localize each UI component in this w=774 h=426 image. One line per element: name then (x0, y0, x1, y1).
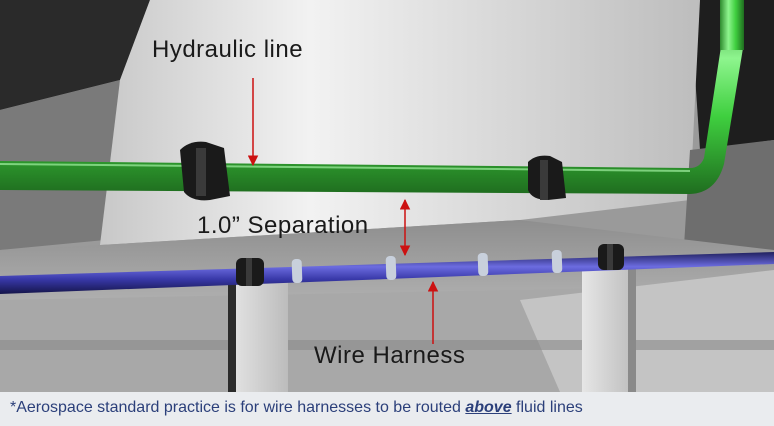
hydraulic-pipe (0, 0, 744, 194)
hydraulic-line-label: Hydraulic line (152, 36, 304, 63)
separation-label: 1.0” Separation (197, 212, 369, 239)
wire-ties (291, 249, 563, 284)
footer-note-suffix: fluid lines (511, 399, 583, 416)
hydraulic-clamp-left (180, 141, 230, 201)
wire-harness-label: Wire Harness (314, 342, 466, 369)
harness-clamp-left (236, 258, 264, 286)
support-block-left (228, 282, 288, 392)
shadow-band (0, 340, 774, 350)
upper-left-dark-wall (0, 0, 150, 110)
hydraulic-clamp-right (528, 155, 566, 200)
harness-clamp-right (598, 244, 624, 270)
footer-note: *Aerospace standard practice is for wire… (0, 392, 774, 426)
footer-note-emphasis: above (465, 399, 512, 416)
support-block-right (582, 262, 636, 392)
footer-note-text: *Aerospace standard practice is for wire… (10, 399, 583, 417)
footer-note-prefix: *Aerospace standard practice is for wire… (10, 399, 466, 416)
